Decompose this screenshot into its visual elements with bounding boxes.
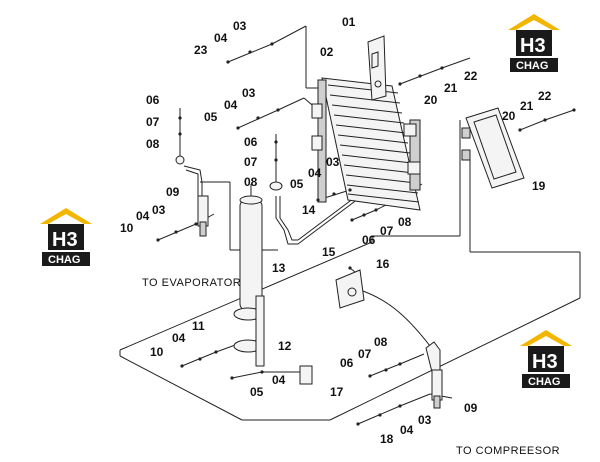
logo-box xyxy=(516,30,552,56)
logo-word-box xyxy=(42,252,90,266)
clamp-bracket-12 xyxy=(233,295,265,367)
part-label: 07 xyxy=(358,347,372,361)
part-label: 18 xyxy=(380,432,394,446)
bracket-17 xyxy=(299,365,313,385)
part-label: 04 xyxy=(172,331,186,345)
part-label: 11 xyxy=(192,319,205,333)
part-label: 05 xyxy=(204,110,218,124)
logo-word: CHAG xyxy=(528,376,560,388)
part-label: 23 xyxy=(194,43,208,57)
part-label: 03 xyxy=(233,19,247,33)
part-label: 10 xyxy=(150,345,164,359)
part-label: 06 xyxy=(362,233,376,247)
part-label: 20 xyxy=(424,93,438,107)
part-label: 04 xyxy=(136,209,150,223)
part-label: 02 xyxy=(320,45,334,59)
part-label: 04 xyxy=(308,166,322,180)
logo-mark: H3 xyxy=(532,351,558,373)
part-labels: 01 02 03 04 23 22 21 20 06 07 08 03 04 0… xyxy=(120,15,552,446)
caption-to-evaporator: TO EVAPORATOR xyxy=(142,277,241,289)
logo-roof-icon xyxy=(40,208,92,224)
part-label: 15 xyxy=(322,245,336,259)
fitting-09-left xyxy=(175,155,209,237)
condenser xyxy=(311,77,421,211)
logo-left: H3 CHAG xyxy=(40,208,92,266)
part-label: 03 xyxy=(152,203,166,217)
part-label: 08 xyxy=(146,137,160,151)
part-label: 07 xyxy=(380,224,394,238)
logo-word-box xyxy=(510,58,558,72)
part-label: 03 xyxy=(418,413,432,427)
logo-word-box xyxy=(522,374,570,388)
logo-roof-icon xyxy=(520,330,572,346)
logo-mark: H3 xyxy=(52,229,78,251)
logo-roof-icon xyxy=(508,14,560,30)
logo-word: CHAG xyxy=(48,254,80,266)
part-label: 09 xyxy=(166,185,180,199)
part-label: 03 xyxy=(326,155,340,169)
part-label: 08 xyxy=(374,335,388,349)
part-label: 08 xyxy=(244,175,258,189)
part-label: 21 xyxy=(444,81,458,95)
part-label: 22 xyxy=(538,89,552,103)
logo-top-right: H3 CHAG xyxy=(508,14,560,72)
part-label: 17 xyxy=(330,385,344,399)
part-label: 05 xyxy=(250,385,264,399)
part-label: 06 xyxy=(146,93,160,107)
part-label: 20 xyxy=(502,109,516,123)
part-label: 04 xyxy=(214,31,228,45)
seal-plate-19 xyxy=(461,107,525,189)
part-label: 03 xyxy=(242,86,256,100)
fasteners xyxy=(156,42,576,426)
part-label: 04 xyxy=(224,98,238,112)
logo-mark: H3 xyxy=(520,35,546,57)
part-label: 07 xyxy=(146,115,160,129)
part-label: 06 xyxy=(244,135,258,149)
part-label: 14 xyxy=(302,203,316,217)
part-label: 12 xyxy=(278,339,292,353)
part-label: 08 xyxy=(398,215,412,229)
part-label: 22 xyxy=(464,69,478,83)
part-label: 09 xyxy=(464,401,478,415)
part-label: 06 xyxy=(340,356,354,370)
part-label: 19 xyxy=(532,179,546,193)
logo-word: CHAG xyxy=(516,60,548,72)
logo-box xyxy=(528,346,564,372)
part-label: 04 xyxy=(400,423,414,437)
bracket-01 xyxy=(367,35,387,101)
part-label: 21 xyxy=(520,99,534,113)
part-label: 16 xyxy=(376,257,390,271)
part-label: 13 xyxy=(272,261,286,275)
fitting-09-right xyxy=(425,341,443,409)
logo-bottom-right: H3 CHAG xyxy=(520,330,572,388)
part-label: 07 xyxy=(244,155,258,169)
part-label: 01 xyxy=(342,15,356,29)
part-label: 10 xyxy=(120,221,134,235)
caption-to-compressor: TO COMPREESOR xyxy=(456,445,560,457)
condenser-fins xyxy=(327,84,420,203)
bracket-16 xyxy=(335,269,365,309)
logo-box xyxy=(48,224,84,250)
part-label: 05 xyxy=(290,177,304,191)
part-label: 04 xyxy=(272,373,286,387)
